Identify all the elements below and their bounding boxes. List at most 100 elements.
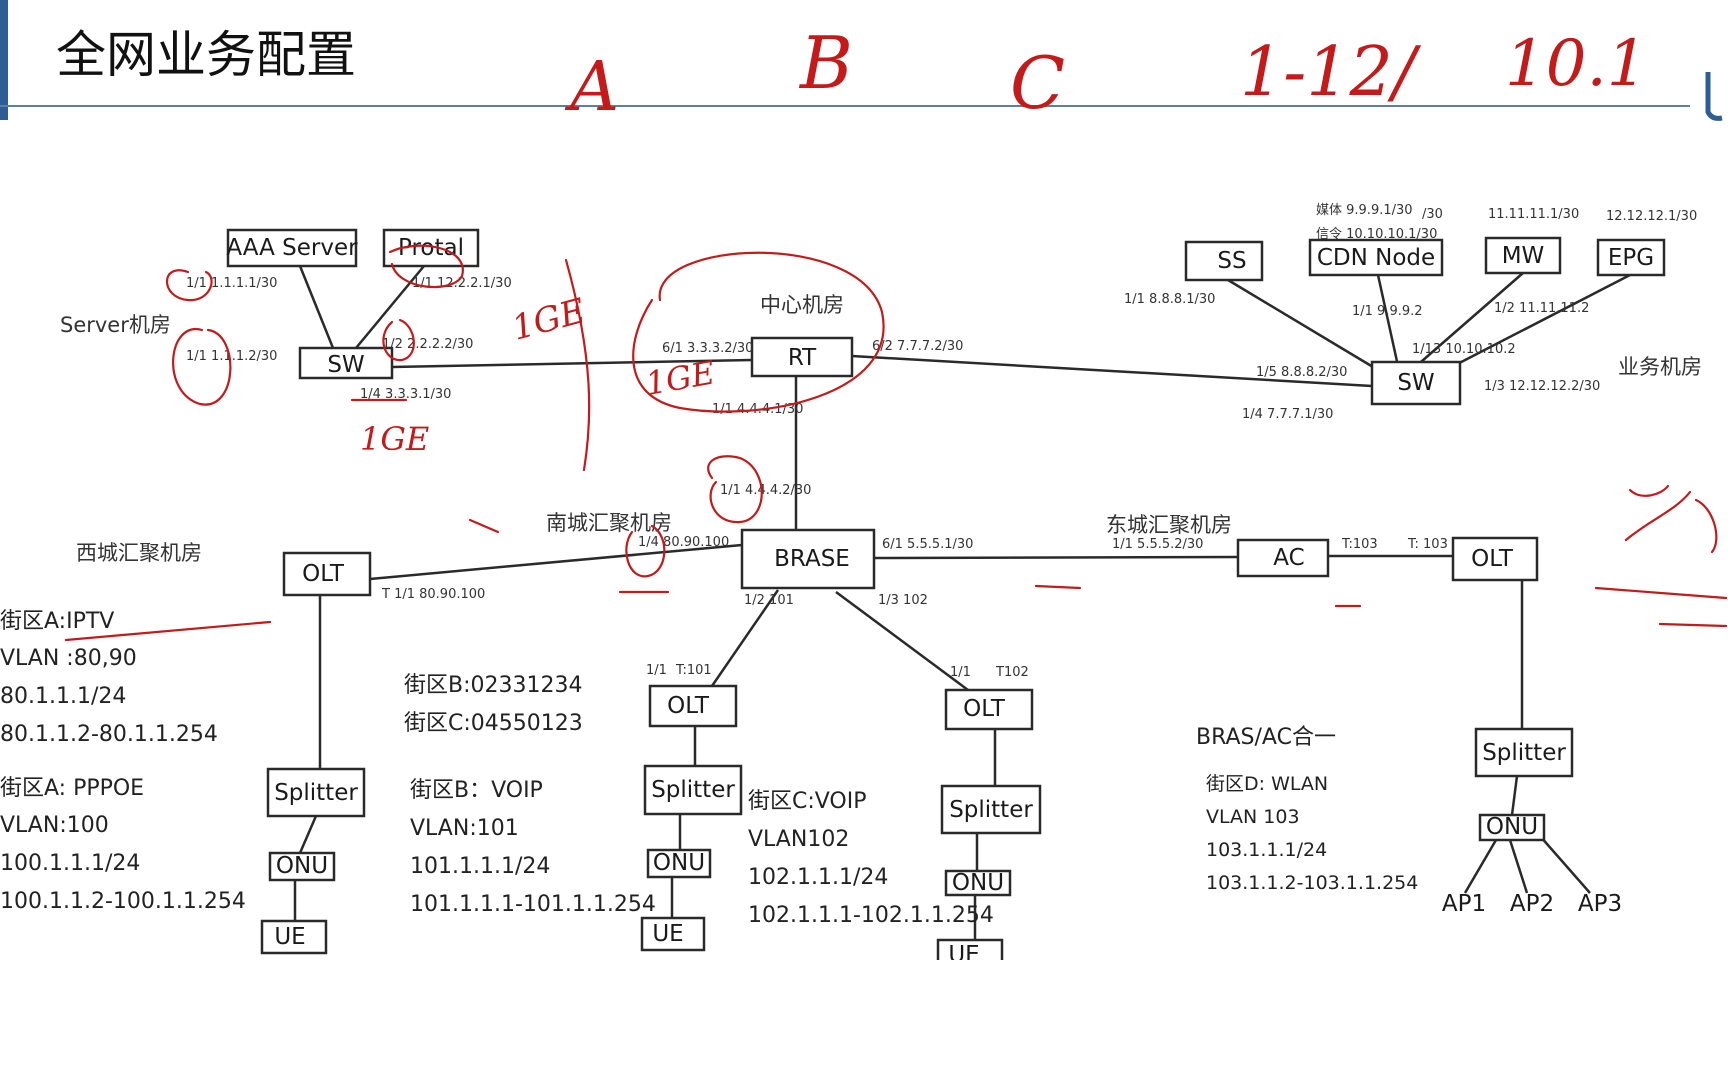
port-aaa: 1/1 1.1.1.1/30 (186, 276, 277, 291)
room-labels: Server机房 中心机房 业务机房 西城汇聚机房 南城汇聚机房 东城汇聚机房 (60, 293, 1702, 565)
note-bras-ac: BRAS/AC合一 (1196, 725, 1336, 750)
link-onu-ap1 (1463, 839, 1498, 894)
device-epg: EPG (1596, 238, 1666, 277)
ink-circle-sw-12 (382, 318, 415, 362)
svg-text:Protal: Protal (398, 235, 464, 261)
svg-text:CDN Node: CDN Node (1317, 245, 1435, 271)
ink-circle-brase-11 (707, 455, 763, 524)
device-splitter-south-2: Splitter (940, 784, 1042, 835)
link-olt-west-brase (369, 543, 743, 581)
links (293, 265, 1631, 940)
device-olt-south-2: OLT (944, 688, 1034, 731)
device-olt-south-1: OLT (648, 684, 738, 728)
svg-text:OLT: OLT (667, 693, 710, 719)
device-rt: RT (750, 336, 854, 378)
port-olt-west: T 1/1 80.90.100 (381, 587, 485, 602)
link-splitter-onu-east (1510, 775, 1519, 816)
svg-text:OLT: OLT (302, 561, 345, 587)
svg-text:MW: MW (1502, 243, 1545, 269)
note-c-line: VLAN102 (748, 827, 849, 852)
svg-text:Splitter: Splitter (1482, 740, 1566, 766)
link-brase-olt-s2 (835, 590, 969, 692)
device-aaa-server: AAA Server (226, 228, 358, 268)
port-sw-r-cdn: 1/1 9.9.9.2 (1352, 304, 1423, 319)
port-olt-s1-11: 1/1 (646, 663, 667, 678)
link-onu-ap2 (1508, 839, 1529, 894)
port-sw-l-12: 1/2 2.2.2.2/30 (382, 337, 473, 352)
hand-mark-version: 10.1 (1505, 27, 1648, 101)
port-mw-ip: 11.11.11.1/30 (1488, 207, 1579, 222)
link-aaa-sw (298, 265, 335, 349)
hand-mark-a: A (564, 48, 619, 127)
ink-circle-aaa-port (165, 269, 213, 302)
device-ap3: AP3 (1578, 891, 1622, 917)
note-d-line: 103.1.1.2-103.1.1.254 (1206, 872, 1418, 894)
link-protal-sw (355, 265, 425, 349)
device-onu-west: ONU (268, 851, 336, 882)
room-service: 业务机房 (1618, 355, 1702, 379)
svg-text:AC: AC (1273, 545, 1304, 571)
port-ac-11: 1/1 5.5.5.2/30 (1112, 537, 1203, 552)
link-ss-swr (1227, 278, 1379, 372)
port-olt-east-t103: T: 103 (1407, 537, 1448, 552)
link-brase-olt-s1 (710, 589, 780, 687)
hand-mark-c: C (1010, 41, 1065, 125)
svg-text:Splitter: Splitter (949, 797, 1033, 823)
page-title: 全网业务配置 (56, 26, 356, 84)
link-epg-swr (1437, 273, 1631, 376)
link-onu-ap3 (1539, 835, 1591, 894)
link-brase-ac (873, 555, 1239, 560)
note-d-line: 街区D: WLAN (1206, 773, 1328, 795)
ink-circle-sw-port (172, 327, 232, 406)
link-cdn-swr (1376, 274, 1400, 367)
note-c-line: 街区C:VOIP (748, 789, 867, 814)
port-ss: 1/1 8.8.8.1/30 (1124, 292, 1215, 307)
device-olt-west: OLT (282, 551, 372, 597)
port-brase-13: 1/3 102 (878, 593, 928, 608)
svg-text:ONU: ONU (1486, 814, 1538, 840)
room-west: 西城汇聚机房 (76, 541, 202, 565)
note-b-line: VLAN:101 (410, 816, 519, 841)
note-west-line: 80.1.1.2-80.1.1.254 (0, 722, 218, 747)
svg-text:OLT: OLT (963, 696, 1006, 722)
note-west-line: 街区A:IPTV (0, 609, 114, 634)
ink-scribble-right (1624, 484, 1718, 554)
port-sw-r-12: 1/2 11.11.11.2 (1494, 301, 1589, 316)
port-brase-12: 1/2 101 (744, 593, 794, 608)
port-rt-62: 6/2 7.7.7.2/30 (872, 339, 963, 354)
header-logo-fragment (1705, 72, 1723, 121)
note-c-line: 102.1.1.1/24 (748, 865, 888, 890)
port-sw-r-14: 1/4 7.7.7.1/30 (1242, 407, 1333, 422)
device-splitter-east: Splitter (1474, 727, 1574, 778)
svg-text:RT: RT (788, 345, 817, 371)
port-olt-s2-t102: T102 (995, 665, 1029, 680)
handwritten-header-marks: A B C 1-12/ 10.1 (564, 21, 1648, 127)
note-west-line: 80.1.1.1/24 (0, 684, 126, 709)
room-server: Server机房 (60, 313, 171, 337)
ink-note-1ge-server: 1GE (508, 291, 590, 349)
device-ss: SS (1184, 240, 1264, 282)
port-signal: 信令 10.10.10.1/30 (1316, 227, 1437, 242)
hand-mark-port-range: 1-12/ (1240, 33, 1422, 112)
device-cdn-node: CDN Node (1308, 238, 1444, 277)
note-b-id: 街区B:02331234 (404, 673, 582, 698)
device-onu-south-2: ONU (944, 869, 1012, 897)
svg-text:ONU: ONU (653, 850, 705, 876)
svg-text:SW: SW (327, 352, 364, 378)
svg-text:EPG: EPG (1608, 245, 1654, 271)
port-sw-r-113: 1/13 10.10.10.2 (1412, 342, 1516, 357)
svg-text:SW: SW (1397, 370, 1434, 396)
svg-text:BRASE: BRASE (774, 546, 850, 572)
port-sw-r-13: 1/3 12.12.12.2/30 (1484, 379, 1600, 394)
svg-text:SS: SS (1217, 248, 1246, 274)
device-sw-right: SW (1370, 360, 1462, 406)
device-ap1: AP1 (1442, 891, 1486, 917)
device-onu-east: ONU (1478, 813, 1546, 842)
ink-circle-protal-port (388, 244, 464, 289)
link-rt-swr (851, 354, 1373, 388)
port-sw-l-11: 1/1 1.1.1.2/30 (186, 349, 277, 364)
port-olt-s1-t101: T:101 (675, 663, 712, 678)
device-mw: MW (1484, 236, 1562, 275)
note-c-line: 102.1.1.1-102.1.1.254 (748, 903, 994, 928)
